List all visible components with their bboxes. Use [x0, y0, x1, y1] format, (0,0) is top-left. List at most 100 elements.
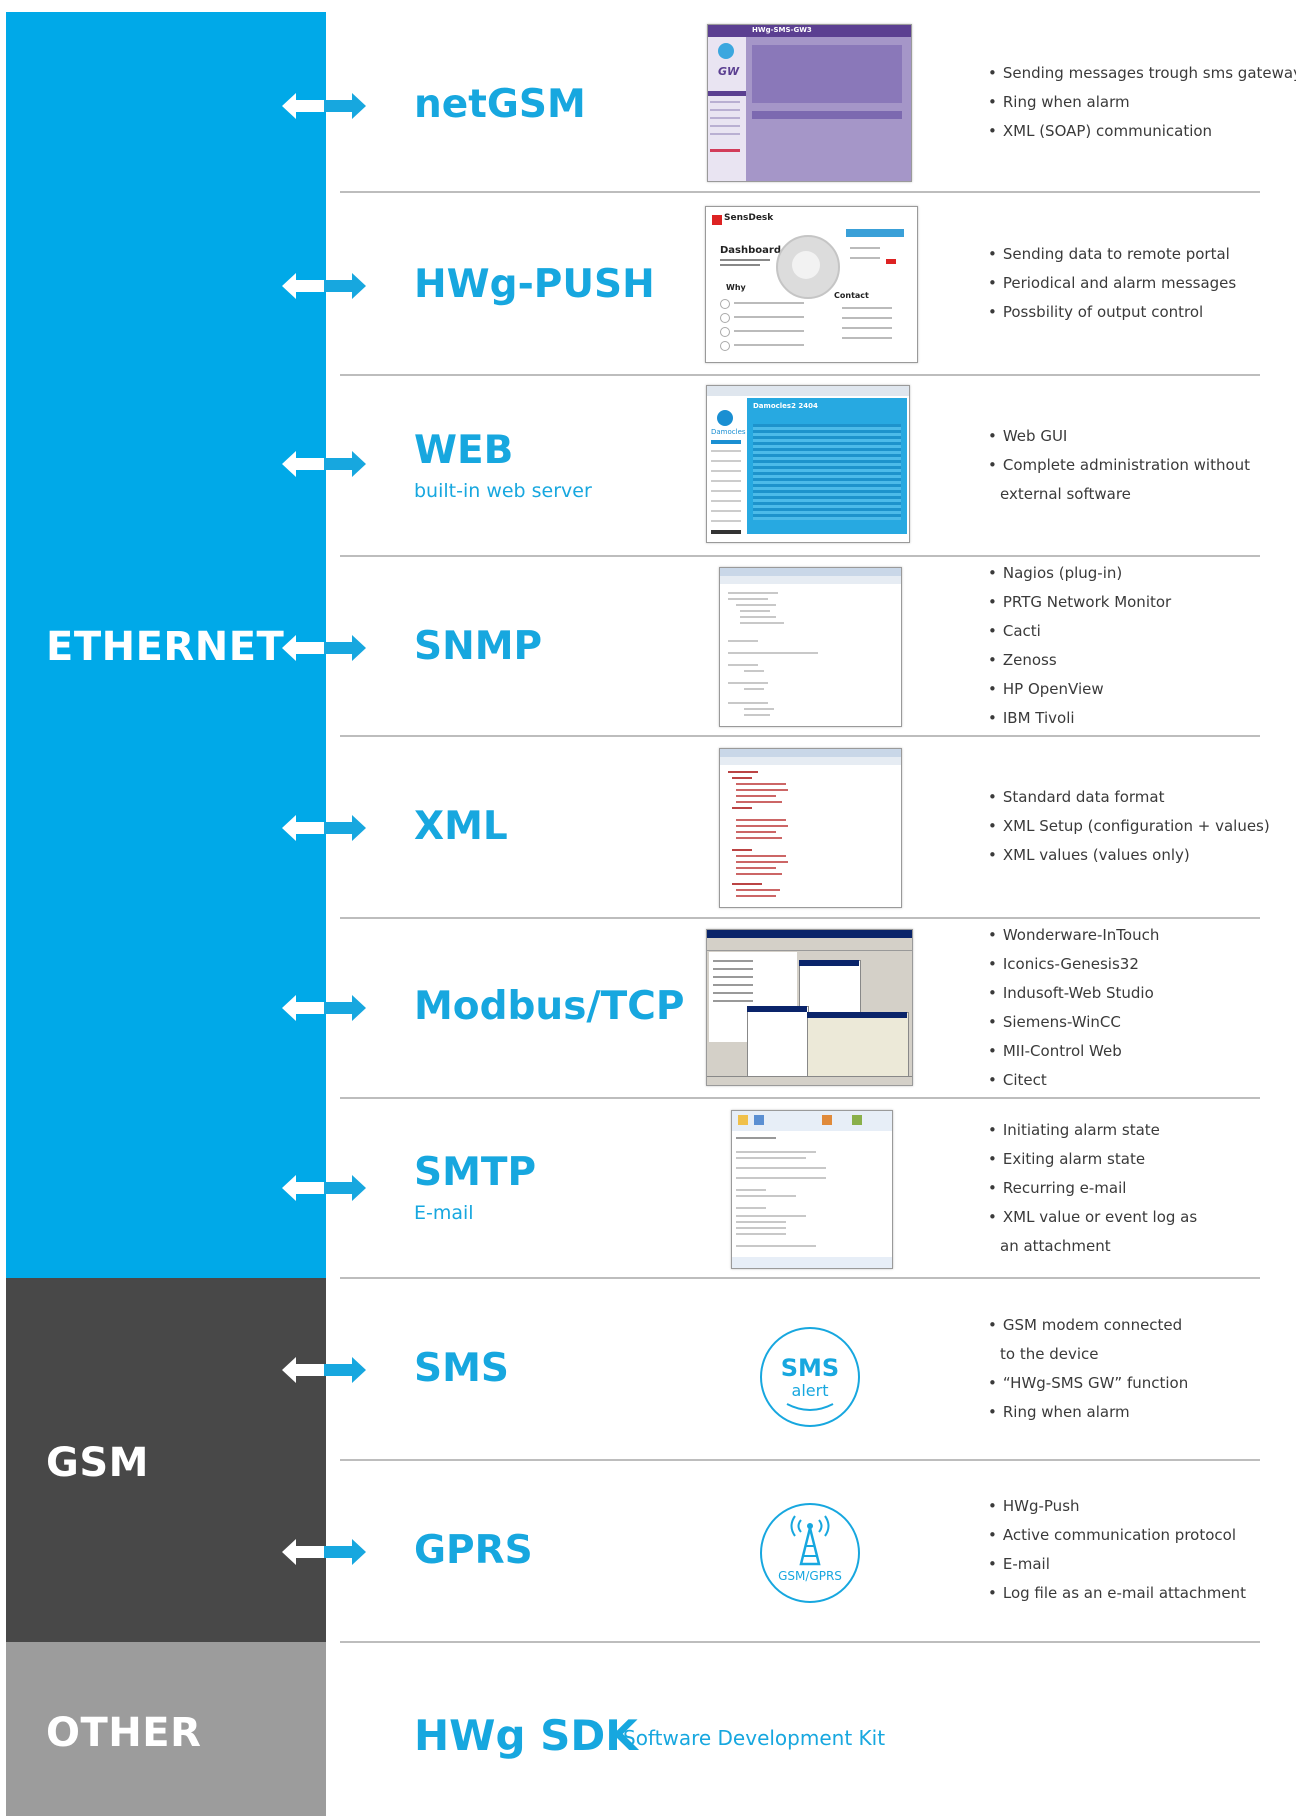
- row-divider: [340, 917, 1260, 919]
- bullet-item: •Initiating alarm state: [988, 1121, 1160, 1139]
- bullet-list: •Wonderware-InTouch •Iconics-Genesis32 •…: [988, 921, 1159, 1095]
- bullet-item: •XML (SOAP) communication: [988, 122, 1213, 140]
- row-title: SMS: [414, 1346, 509, 1391]
- bullet-item: •XML values (values only): [988, 846, 1190, 864]
- web-shot-logo: Damocles: [711, 428, 746, 436]
- row-title: GPRS: [414, 1528, 533, 1573]
- bullet-item: •Standard data format: [988, 788, 1165, 806]
- bullet-list: •HWg-Push •Active communication protocol…: [988, 1492, 1246, 1608]
- bullet-item: •Wonderware-InTouch: [988, 926, 1160, 944]
- row-divider: [340, 735, 1260, 737]
- bullet-item: •GSM modem connected: [988, 1316, 1183, 1334]
- bullet-item: •Exiting alarm state: [988, 1150, 1146, 1168]
- bullet-item: •Nagios (plug-in): [988, 564, 1123, 582]
- bullet-item: •Possbility of output control: [988, 303, 1204, 321]
- row-title: SNMP: [414, 624, 543, 669]
- row-title: XML: [414, 804, 508, 849]
- bullet-item: •HWg-Push: [988, 1497, 1080, 1515]
- push-shot-logo: SensDesk: [724, 213, 774, 223]
- netgsm-screenshot: HWg-SMS-GW3 GW: [707, 24, 912, 182]
- bullet-list: •Nagios (plug-in) •PRTG Network Monitor …: [988, 559, 1171, 733]
- bullet-item: •Siemens-WinCC: [988, 1013, 1121, 1031]
- web-screenshot: Damocles Damocles2 2404: [706, 385, 910, 543]
- bullet-item: •Recurring e-mail: [988, 1179, 1127, 1197]
- bullet-item: •Cacti: [988, 622, 1041, 640]
- modbus-screenshot: [706, 929, 913, 1086]
- row-divider: [340, 1277, 1260, 1279]
- ethernet-label: ETHERNET: [46, 624, 285, 670]
- row-title: WEB: [414, 428, 514, 473]
- row-title: Modbus/TCP: [414, 984, 685, 1029]
- sms-badge-line1: SMS: [781, 1354, 839, 1382]
- bullet-item: •Zenoss: [988, 651, 1057, 669]
- gsm-label: GSM: [46, 1440, 149, 1486]
- netgsm-shot-title: HWg-SMS-GW3: [752, 26, 812, 34]
- row-divider: [340, 191, 1260, 193]
- sms-alert-icon: SMS alert: [760, 1327, 860, 1427]
- bullet-list: •Web GUI •Complete administration withou…: [988, 422, 1250, 509]
- double-arrow-icon: [282, 1175, 366, 1201]
- sdk-subtitle: Software Development Kit: [623, 1726, 886, 1750]
- bullet-item: external software: [1000, 485, 1131, 503]
- row-divider: [340, 1641, 1260, 1643]
- row-subtitle: E-mail: [414, 1202, 474, 1224]
- netgsm-shot-logo: GW: [718, 65, 740, 78]
- double-arrow-icon: [282, 93, 366, 119]
- bullet-item: to the device: [1000, 1345, 1099, 1363]
- bullet-item: •Complete administration without: [988, 456, 1251, 474]
- bullet-item: •Sending messages trough sms gateway: [988, 64, 1296, 82]
- row-title: SMTP: [414, 1150, 537, 1195]
- bullet-list: •Sending data to remote portal •Periodic…: [988, 240, 1236, 327]
- bullet-item: •Log file as an e-mail attachment: [988, 1584, 1246, 1602]
- gprs-badge-label: GSM/GPRS: [778, 1569, 842, 1583]
- other-label: OTHER: [46, 1710, 202, 1756]
- sms-badge-line2: alert: [792, 1381, 829, 1400]
- row-divider: [340, 555, 1260, 557]
- row-title: HWg-PUSH: [414, 262, 655, 307]
- row-divider: [340, 1459, 1260, 1461]
- bullet-item: •Ring when alarm: [988, 1403, 1130, 1421]
- bullet-item: •Citect: [988, 1071, 1047, 1089]
- bullet-item: •Web GUI: [988, 427, 1068, 445]
- bullet-item: •Sending data to remote portal: [988, 245, 1230, 263]
- bullet-item: •Indusoft-Web Studio: [988, 984, 1154, 1002]
- push-screenshot: SensDesk Dashboard Why Contact: [705, 206, 918, 363]
- double-arrow-icon: [282, 451, 366, 477]
- bullet-item: •“HWg-SMS GW” function: [988, 1374, 1189, 1392]
- bullet-item: •XML Setup (configuration + values): [988, 817, 1270, 835]
- bullet-list: •Sending messages trough sms gateway •Ri…: [988, 59, 1296, 146]
- row-divider: [340, 374, 1260, 376]
- row-subtitle: built-in web server: [414, 480, 592, 502]
- bullet-list: •Standard data format •XML Setup (config…: [988, 783, 1270, 870]
- bullet-item: •Iconics-Genesis32: [988, 955, 1139, 973]
- bullet-item: •Ring when alarm: [988, 93, 1130, 111]
- double-arrow-icon: [282, 273, 366, 299]
- double-arrow-icon: [282, 635, 366, 661]
- ethernet-band: ETHERNET: [6, 12, 326, 1278]
- smtp-screenshot: [731, 1110, 893, 1269]
- web-shot-title: Damocles2 2404: [753, 402, 818, 410]
- double-arrow-icon: [282, 995, 366, 1021]
- xml-screenshot: [719, 748, 902, 908]
- bullet-item: •MII-Control Web: [988, 1042, 1122, 1060]
- sdk-title: HWg SDK: [414, 1711, 638, 1760]
- push-shot-why: Why: [726, 283, 746, 292]
- bullet-item: an attachment: [1000, 1237, 1111, 1255]
- bullet-item: •E-mail: [988, 1555, 1050, 1573]
- bullet-list: •GSM modem connected to the device •“HWg…: [988, 1311, 1188, 1427]
- bullet-item: •PRTG Network Monitor: [988, 593, 1172, 611]
- snmp-screenshot: [719, 567, 902, 727]
- other-band: OTHER: [6, 1642, 326, 1816]
- gsm-gprs-tower-icon: GSM/GPRS: [760, 1503, 860, 1603]
- double-arrow-icon: [282, 815, 366, 841]
- row-divider: [340, 1097, 1260, 1099]
- bullet-item: •Active communication protocol: [988, 1526, 1236, 1544]
- push-shot-contact: Contact: [834, 291, 869, 300]
- bullet-item: •Periodical and alarm messages: [988, 274, 1237, 292]
- bullet-item: •IBM Tivoli: [988, 709, 1075, 727]
- push-shot-headline: Dashboard: [720, 245, 781, 256]
- double-arrow-icon: [282, 1357, 366, 1383]
- gsm-band: GSM: [6, 1278, 326, 1642]
- row-title: netGSM: [414, 82, 586, 127]
- bullet-item: •HP OpenView: [988, 680, 1104, 698]
